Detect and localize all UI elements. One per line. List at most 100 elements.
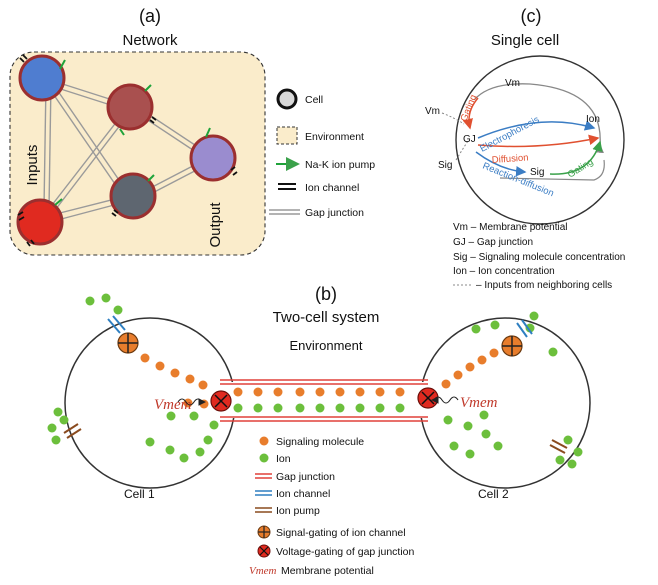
ion-dot [47, 423, 57, 433]
signaling-molecule [355, 387, 365, 397]
hidden-cell-bottom [109, 172, 157, 220]
legend-voltage-gating: Voltage-gating of gap junction [276, 546, 415, 558]
hidden-cell-top [106, 83, 154, 131]
cell-1-label: Cell 1 [124, 487, 155, 501]
ion-dot [355, 403, 365, 413]
ion-dot [315, 403, 325, 413]
ion-dot [179, 453, 189, 463]
panel-a-label: (a) [139, 6, 161, 26]
ion-dot [375, 403, 385, 413]
ion-dot [463, 421, 473, 431]
pump-marks [54, 59, 211, 206]
legend-signaling-icon [259, 436, 269, 446]
voltage-gate-left [210, 390, 232, 412]
ion-dot [481, 429, 491, 439]
output-label: Output [207, 202, 224, 248]
vm-to-ion-arrow [473, 83, 604, 154]
legend-environment: Environment [305, 131, 364, 143]
edge-diffusion: Diffusion [491, 152, 528, 166]
vmem-left: Vmem [154, 397, 192, 413]
legend-gap-b: Gap junction [276, 471, 335, 483]
ion-channel-right [516, 319, 533, 338]
panel-b: (b) Two-cell system Environment [47, 284, 591, 577]
ion-pump-right [549, 439, 568, 454]
panel-b-label: (b) [315, 284, 337, 304]
legend-signaling: Signaling molecule [276, 436, 364, 448]
legend-pump-icon [255, 507, 272, 513]
legend-signal-gating: Signal-gating of ion channel [276, 527, 406, 539]
signaling-molecule [477, 355, 487, 365]
ion-dot [253, 403, 263, 413]
ion-dot [203, 435, 213, 445]
gating-arrow [462, 97, 479, 130]
ion-dot [145, 437, 155, 447]
legend-c-1: Vm – Membrane potential [453, 222, 568, 233]
output-cell [189, 134, 237, 182]
legend-signal-gating-icon [257, 525, 271, 539]
panel-c-label: (c) [521, 6, 542, 26]
reaction-diffusion-arrow [475, 151, 527, 177]
signaling-molecule [465, 362, 475, 372]
ion-dot [443, 415, 453, 425]
signaling-molecule [295, 387, 305, 397]
ion-dot [548, 347, 558, 357]
legend-c-2: GJ – Gap junction [453, 237, 533, 248]
ion-dot [295, 403, 305, 413]
ion-dot [233, 403, 243, 413]
ion-dot [165, 445, 175, 455]
node-vm-inner: Vm [505, 78, 520, 89]
signaling-molecule [489, 348, 499, 358]
panel-b-environment: Environment [290, 338, 363, 353]
ion-dot [166, 411, 176, 421]
signaling-molecule [155, 361, 165, 371]
signaling-molecule [315, 387, 325, 397]
ion-dot [195, 447, 205, 457]
environment-box [9, 51, 266, 256]
signaling-molecule [453, 370, 463, 380]
gating-green-arrow [549, 140, 603, 175]
gap-legend-icon [269, 209, 300, 215]
vmem-right: Vmem [460, 395, 498, 411]
ion-dot [53, 407, 63, 417]
ion-dot [493, 441, 503, 451]
signal-gate-right [501, 335, 523, 357]
environment-legend-icon [276, 126, 298, 145]
legend-c-3: Sig – Signaling molecule concentration [453, 252, 625, 263]
ion-dot [449, 441, 459, 451]
ion-dot [113, 305, 123, 315]
node-vm-outer: Vm [425, 106, 440, 117]
legend-ion-icon [259, 453, 269, 463]
legend-channel-icon [255, 490, 272, 496]
vmem-right-arrow [430, 396, 459, 404]
legend-c-4: Ion – Ion concentration [453, 266, 555, 277]
legend-ion: Ion [276, 453, 291, 465]
legend-gap-icon [255, 473, 272, 479]
ion-dot [59, 415, 69, 425]
edge-gating-right: Gating [566, 156, 596, 180]
ion-pump-left [63, 423, 82, 439]
ion-dot [335, 403, 345, 413]
cell-1 [64, 317, 236, 489]
signaling-molecule [335, 387, 345, 397]
panel-a: (a) Network [9, 6, 375, 256]
vmem-left-arrow [177, 398, 207, 406]
panel-b-title: Two-cell system [273, 309, 380, 326]
signaling-molecule [253, 387, 263, 397]
panel-c-title: Single cell [491, 32, 559, 49]
signaling-molecule [170, 368, 180, 378]
signaling-molecule [395, 387, 405, 397]
signaling-molecule [198, 380, 208, 390]
signaling-molecule [273, 387, 283, 397]
legend-pump: Na-K ion pump [305, 159, 375, 171]
ion-dot [490, 320, 500, 330]
gap-channel-lines [220, 379, 428, 422]
ion-dot [573, 447, 583, 457]
neighbor-inputs [441, 112, 469, 161]
ion-dot [465, 449, 475, 459]
input-cell-top [18, 54, 66, 102]
ion-dot [209, 420, 219, 430]
cell-legend-icon [276, 88, 298, 110]
ion-dot [101, 293, 111, 303]
ion-dot [395, 403, 405, 413]
input-cell-bottom [16, 198, 64, 246]
